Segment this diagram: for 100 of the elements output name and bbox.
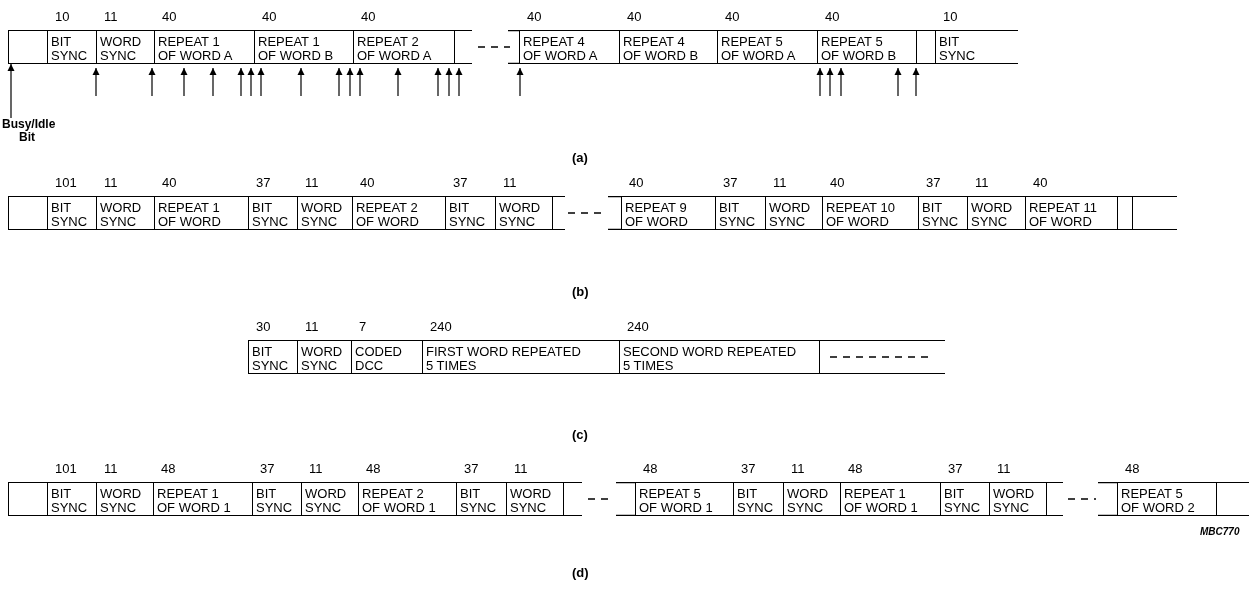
field-label: REPEAT 4 OF WORD B [623, 35, 700, 63]
frame-field [47, 196, 96, 230]
frame-field [840, 482, 940, 516]
panel-label: (c) [572, 427, 588, 442]
field-label: REPEAT 1 OF WORD 1 [157, 487, 232, 515]
field-label: WORD SYNC [499, 201, 542, 229]
field-label: REPEAT 10 OF WORD [826, 201, 896, 229]
frame-field [717, 30, 817, 64]
field-label: WORD SYNC [787, 487, 830, 515]
bit-count: 101 [55, 462, 77, 476]
field-label: WORD SYNC [100, 201, 143, 229]
bit-count: 48 [848, 462, 863, 476]
frame-field [989, 482, 1046, 516]
field-label: BIT SYNC [737, 487, 775, 515]
bit-count: 11 [975, 176, 989, 190]
field-label: BIT SYNC [256, 487, 294, 515]
bit-count: 40 [725, 10, 740, 24]
frame-field [248, 196, 297, 230]
field-label: REPEAT 2 OF WORD 1 [362, 487, 437, 515]
frame-field [254, 30, 353, 64]
frame-field [715, 196, 765, 230]
field-label: REPEAT 5 OF WORD 2 [1121, 487, 1196, 515]
field-label: BIT SYNC [449, 201, 487, 229]
frame-field [819, 340, 945, 374]
bit-count: 48 [366, 462, 381, 476]
figure-code: MBC770 [1200, 526, 1240, 537]
bit-count: 11 [104, 176, 118, 190]
field-label: WORD SYNC [305, 487, 348, 515]
bit-count: 30 [256, 320, 271, 334]
frame-field [519, 30, 619, 64]
field-label: WORD SYNC [100, 35, 143, 63]
field-label: REPEAT 1 OF WORD B [258, 35, 335, 63]
bit-count: 11 [104, 462, 118, 476]
panel-label: (d) [572, 565, 589, 580]
frame-field [918, 196, 967, 230]
bit-count: 40 [262, 10, 277, 24]
frame-field [1132, 196, 1177, 230]
bit-count: 37 [948, 462, 963, 476]
frame-field [916, 30, 935, 64]
bit-count: 37 [256, 176, 271, 190]
field-label: REPEAT 5 OF WORD 1 [639, 487, 714, 515]
field-label: BIT SYNC [51, 35, 89, 63]
frame-field [154, 196, 248, 230]
bit-count: 40 [830, 176, 845, 190]
frame-field [817, 30, 916, 64]
frame-field [822, 196, 918, 230]
bit-count: 40 [360, 176, 375, 190]
frame-field [940, 482, 989, 516]
bit-count: 37 [464, 462, 479, 476]
field-label: BIT SYNC [719, 201, 757, 229]
bit-count: 10 [943, 10, 958, 24]
field-label: WORD SYNC [301, 345, 344, 373]
bit-count: 11 [104, 10, 118, 24]
field-label: WORD SYNC [100, 487, 143, 515]
frame-field [1216, 482, 1249, 516]
bit-count: 40 [361, 10, 376, 24]
field-label: REPEAT 1 OF WORD 1 [844, 487, 919, 515]
bit-count: 11 [503, 176, 517, 190]
frame-field [733, 482, 783, 516]
field-label: REPEAT 4 OF WORD A [523, 35, 599, 63]
bit-count: 37 [741, 462, 756, 476]
bit-count: 11 [514, 462, 528, 476]
frame-field [619, 340, 819, 374]
frame-field [454, 30, 472, 64]
frame-field [96, 196, 154, 230]
bit-count: 40 [527, 10, 542, 24]
bit-count: 40 [627, 10, 642, 24]
field-label: BIT SYNC [51, 487, 89, 515]
frame-field [635, 482, 733, 516]
field-label: REPEAT 2 OF WORD A [357, 35, 433, 63]
frame-field [358, 482, 456, 516]
field-label: SECOND WORD REPEATED 5 TIMES [623, 345, 798, 373]
field-label: BIT SYNC [252, 345, 290, 373]
frame-field [1046, 482, 1063, 516]
frame-field [765, 196, 822, 230]
frame-field [935, 30, 1018, 64]
field-label: REPEAT 1 OF WORD [158, 201, 222, 229]
frame-field [248, 340, 297, 374]
field-label: BIT SYNC [252, 201, 290, 229]
bit-count: 37 [926, 176, 941, 190]
bit-count: 40 [825, 10, 840, 24]
frame-field [353, 30, 454, 64]
field-label: WORD SYNC [769, 201, 812, 229]
frame-field [1117, 482, 1216, 516]
frame-field [252, 482, 301, 516]
field-label: REPEAT 5 OF WORD B [821, 35, 898, 63]
leader-arrow [7, 63, 15, 119]
field-label: REPEAT 11 OF WORD [1029, 201, 1098, 229]
bit-count: 240 [430, 320, 452, 334]
frame-field [8, 196, 47, 230]
field-label: REPEAT 1 OF WORD A [158, 35, 234, 63]
bit-count: 101 [55, 176, 77, 190]
frame-field [47, 30, 96, 64]
bit-count: 40 [162, 10, 177, 24]
frame-field [351, 340, 422, 374]
frame-field [495, 196, 552, 230]
frame-field [619, 30, 717, 64]
bit-count: 240 [627, 320, 649, 334]
field-label: BIT SYNC [460, 487, 498, 515]
bit-count: 48 [161, 462, 176, 476]
